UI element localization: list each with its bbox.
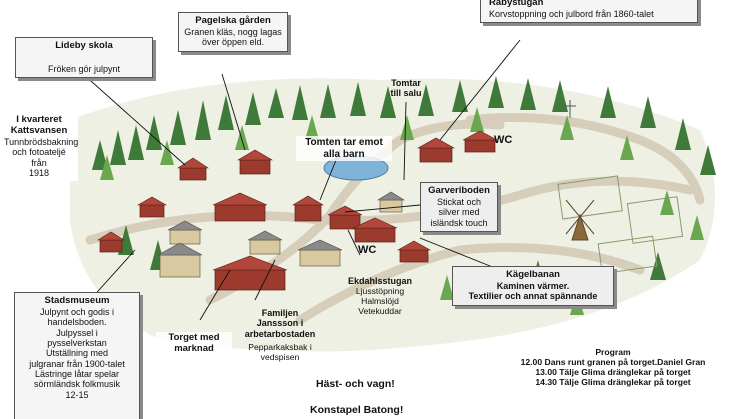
callout-title: Kägelbanan xyxy=(506,269,560,280)
program-schedule: Program 12.00 Dans runt granen på torget… xyxy=(486,347,740,388)
callout-desc: Granen kläs, nogg lagas över öppen eld. xyxy=(184,26,282,48)
callout-title: Lideby skola xyxy=(55,40,113,51)
callout-pagelska-garden: Pagelska gården Granen kläs, nogg lagas … xyxy=(178,12,288,52)
label-ekdahlsstugan: Ekdahlsstugan xyxy=(347,276,412,286)
callout-title: Pagelska gården xyxy=(195,15,271,26)
label-torget-med-marknad: Torget med marknad xyxy=(156,332,232,356)
callout-garveriboden: Garveriboden Stickat och silver med islä… xyxy=(420,182,498,232)
callout-kattsvansen: I kvarteret Kattsvansen Tunnbrödsbakning… xyxy=(0,112,79,182)
program-line: 12.00 Dans runt granen på torget.Daniel … xyxy=(520,357,706,368)
callout-title: I kvarteret Kattsvansen xyxy=(10,114,68,136)
callout-desc: Korvstoppning och julbord från 1860-tale… xyxy=(489,8,654,19)
fields xyxy=(557,175,684,275)
callout-desc: Kaminen värmer. Textilier och annat spän… xyxy=(468,280,598,302)
wc-marker-north: WC xyxy=(494,134,513,146)
callout-lideby-skola: Lideby skola Fröken gör julpynt xyxy=(15,37,153,79)
hilltop-cross xyxy=(564,100,576,118)
callout-stadsmuseum: Stadsmuseum Julpynt och godis i handelsb… xyxy=(14,292,140,419)
konstapel-batong-text: Konstapel Batong! xyxy=(310,404,404,416)
callout-rabystugan: Råbystugan Korvstoppning och julbord frå… xyxy=(480,0,698,24)
callout-desc: Tunnbrödsbakning och fotoateljé från 191… xyxy=(4,136,79,178)
callout-title: Stadsmuseum xyxy=(44,295,110,306)
callout-title: Garveriboden xyxy=(428,185,490,196)
leader-lines xyxy=(81,39,521,321)
program-title: Program xyxy=(595,347,631,357)
callout-desc: Julpynt och godis i handelsboden. Julpys… xyxy=(29,306,125,400)
program-line: 13.00 Tälje Glima dränglekar på torget xyxy=(535,367,691,378)
callout-desc: Fröken gör julpynt xyxy=(47,63,121,74)
horse-and-carriage-text: Häst- och vagn! xyxy=(316,378,395,390)
streets xyxy=(85,113,705,325)
label-tomtar-till-salu: Tomtar till salu xyxy=(390,78,422,99)
program-line: 14.30 Tälje Glima dränglekar på torget xyxy=(535,377,691,388)
callout-kagelbanan: Kägelbanan Kaminen värmer. Textilier och… xyxy=(452,266,614,306)
label-familjen-jansson: Familjen Janssson i arbetarbostaden xyxy=(244,308,316,339)
callout-title: Råbystugan xyxy=(489,0,544,8)
wc-marker-south: WC xyxy=(358,244,377,256)
callout-desc: Stickat och silver med isländsk touch xyxy=(430,196,488,228)
label-tomten-tar-emot: Tomten tar emot alla barn xyxy=(296,136,392,161)
label-familjen-desc: Pepparkaksbak i vedspisen xyxy=(248,342,312,362)
label-ekdahlsstugan-desc: Ljusstöpning Halmslöjd Vetekuddar xyxy=(355,286,405,316)
windmill xyxy=(565,199,595,241)
buildings xyxy=(96,130,498,291)
